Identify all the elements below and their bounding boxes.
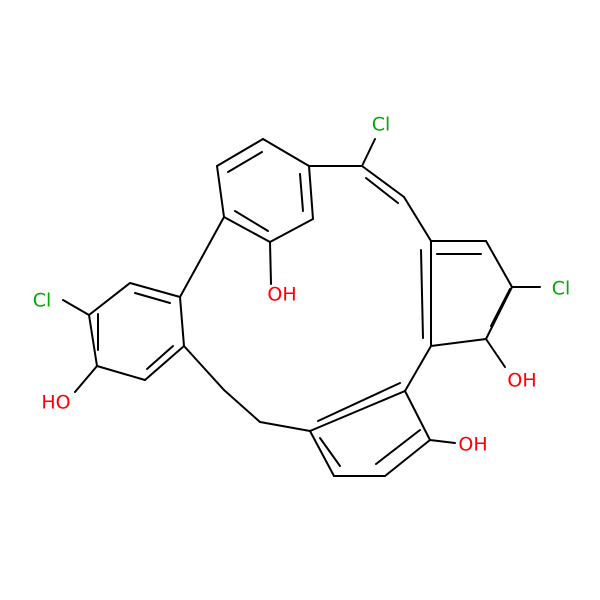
- bond: [269, 218, 314, 243]
- bond: [361, 165, 405, 198]
- bond: [404, 345, 432, 392]
- bond: [216, 138, 264, 167]
- bond: [62, 299, 90, 316]
- bond: [227, 151, 263, 173]
- bond: [269, 241, 272, 285]
- bond: [223, 389, 261, 423]
- bond: [234, 210, 269, 232]
- bond: [309, 390, 406, 432]
- bond: [404, 390, 431, 441]
- bond: [384, 439, 431, 477]
- bond: [317, 382, 401, 422]
- bond: [223, 216, 271, 243]
- bond: [88, 314, 98, 367]
- bond: [490, 288, 511, 327]
- chlorine-label: Cl: [33, 290, 52, 312]
- bond: [179, 296, 185, 347]
- chlorine-label: Cl: [552, 278, 571, 300]
- bond: [309, 430, 335, 477]
- bond: [96, 365, 146, 381]
- hydroxyl-label: OH: [507, 370, 536, 392]
- hydroxyl-label: OH: [458, 434, 487, 456]
- bond: [179, 216, 225, 298]
- bond: [134, 292, 171, 304]
- bond: [429, 439, 456, 444]
- bond: [259, 421, 311, 432]
- bond: [403, 196, 432, 242]
- bond: [216, 165, 225, 218]
- bond: [485, 240, 513, 288]
- chlorine-label: Cl: [372, 114, 391, 136]
- bond: [361, 138, 376, 167]
- bond: [420, 249, 424, 339]
- bond: [365, 177, 399, 204]
- bond: [88, 282, 131, 316]
- bond: [485, 338, 506, 368]
- bond: [144, 345, 185, 381]
- bond: [319, 437, 341, 467]
- bond: [74, 365, 98, 393]
- bond: [146, 345, 174, 370]
- bond-lines: [62, 138, 541, 477]
- hydroxyl-label: OH: [267, 284, 296, 306]
- bond: [375, 429, 421, 465]
- bond: [308, 165, 314, 220]
- hydroxyl-label: HO: [41, 392, 70, 414]
- bond: [183, 345, 225, 391]
- bond: [299, 173, 304, 212]
- atom-labels: Cl Cl Cl OH OH OH HO: [33, 114, 571, 456]
- bond: [262, 138, 310, 167]
- bond: [430, 338, 487, 347]
- bond: [129, 282, 181, 298]
